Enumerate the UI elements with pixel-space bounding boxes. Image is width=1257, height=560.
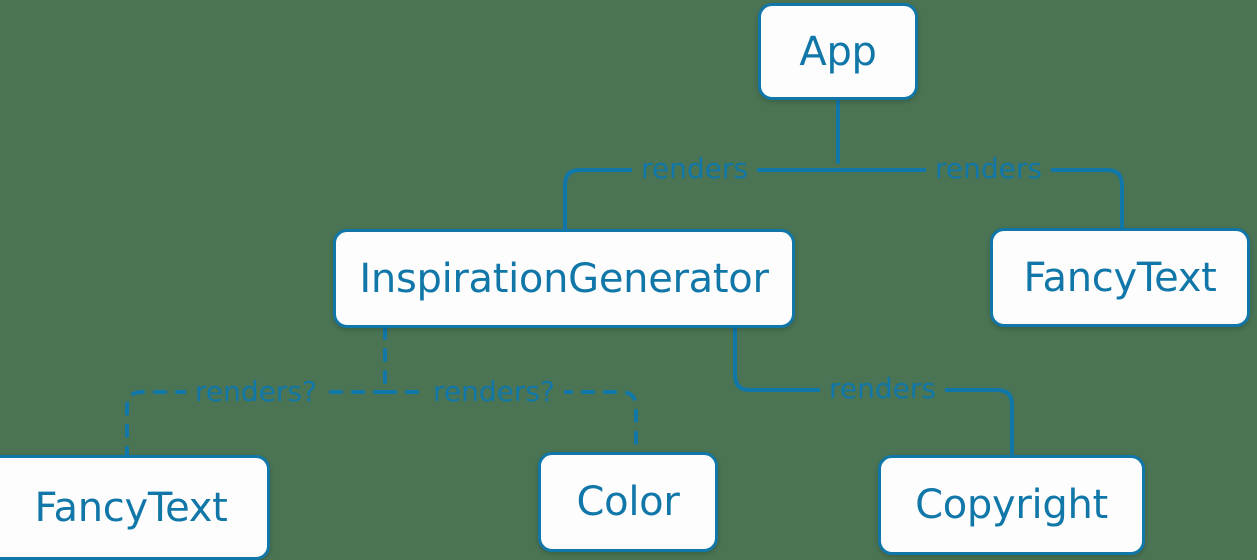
edge-label-app-to-fancytext-right: renders xyxy=(926,155,1051,183)
node-app[interactable]: App xyxy=(758,3,918,100)
node-fancytext-right-label: FancyText xyxy=(1023,254,1217,301)
edge-label-app-to-inspirationgenerator: renders xyxy=(632,155,757,183)
node-fancytext-bottomleft-label: FancyText xyxy=(34,484,228,531)
node-inspirationgenerator[interactable]: InspirationGenerator xyxy=(333,229,795,328)
node-copyright[interactable]: Copyright xyxy=(878,455,1145,555)
edge-label-inspirationgenerator-to-fancytext-bottomleft: renders? xyxy=(186,378,326,406)
node-fancytext-right[interactable]: FancyText xyxy=(990,228,1250,327)
node-inspirationgenerator-label: InspirationGenerator xyxy=(359,255,769,302)
node-copyright-label: Copyright xyxy=(915,482,1108,528)
node-color-label: Color xyxy=(576,479,680,525)
node-color[interactable]: Color xyxy=(538,452,718,552)
edge-label-inspirationgenerator-to-copyright: renders xyxy=(820,375,945,403)
edge-label-inspirationgenerator-to-color: renders? xyxy=(424,378,564,406)
node-app-label: App xyxy=(799,28,877,75)
node-fancytext-bottomleft[interactable]: FancyText xyxy=(0,455,270,560)
